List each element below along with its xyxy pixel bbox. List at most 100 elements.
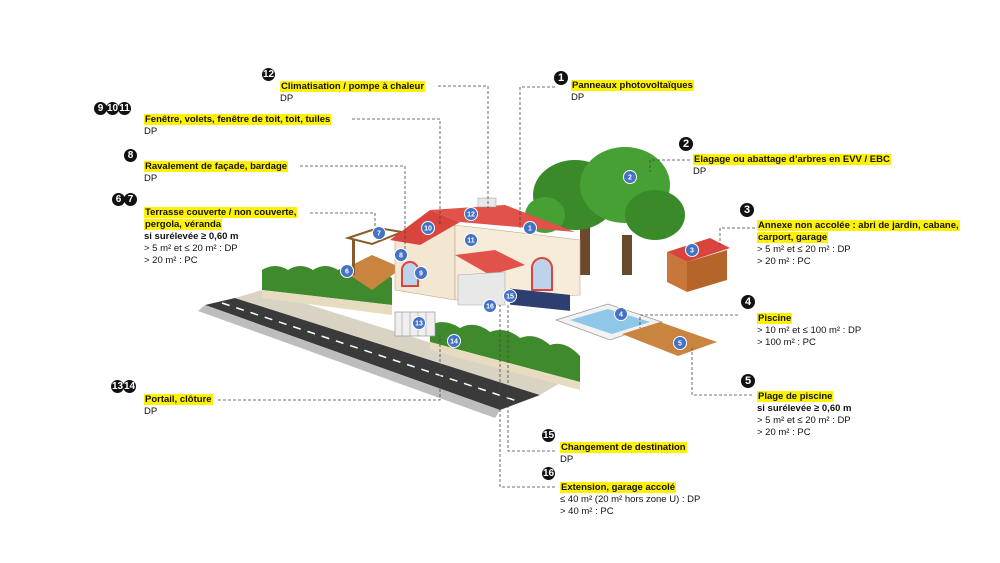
svg-text:6: 6	[345, 269, 349, 276]
callout-title: Fenêtre, volets, fenêtre de toit, toit, …	[144, 114, 332, 125]
marker-14: 14	[447, 334, 461, 348]
number-badges-6-7: 6 7	[112, 193, 137, 206]
number-badge-1: 1	[554, 71, 568, 85]
callout-line: DP	[144, 173, 158, 184]
marker-16: 16	[483, 299, 497, 313]
number-badge-4: 4	[741, 295, 755, 309]
callout-line: DP	[571, 92, 585, 103]
pool	[554, 303, 717, 356]
leader-lines	[218, 85, 755, 488]
callout-line: > 5 m² et ≤ 20 m² : DP	[757, 415, 851, 426]
marker-1: 1	[523, 221, 537, 235]
callout-terrasse: Terrasse couverte / non couverte, pergol…	[144, 207, 319, 267]
marker-3: 3	[685, 243, 699, 257]
callout-line: > 20 m² : PC	[757, 427, 811, 438]
number-badge-16: 16	[542, 467, 555, 480]
callout-extension: Extension, garage accolé ≤ 40 m² (20 m² …	[560, 482, 700, 518]
number-badge: 6	[112, 193, 125, 206]
svg-text:8: 8	[399, 253, 403, 260]
number-badge: 16	[542, 467, 555, 480]
callout-line: > 5 m² et ≤ 20 m² : DP	[757, 244, 851, 255]
number-badge: 10	[106, 102, 119, 115]
trees	[525, 147, 685, 275]
callout-title: Ravalement de façade, bardage	[144, 161, 289, 172]
callout-annexe: Annexe non accolée : abri de jardin, cab…	[757, 220, 972, 268]
callout-condition: si surélevée ≥ 0,60 m	[144, 231, 239, 242]
callout-title: Portail, clôture	[144, 394, 213, 405]
callout-line: DP	[144, 406, 158, 417]
number-badges-9-10-11: 9 10 11	[94, 102, 131, 115]
marker-12: 12	[464, 207, 478, 221]
marker-15: 15	[503, 289, 517, 303]
hedge	[262, 266, 580, 390]
callout-line: DP	[693, 166, 707, 177]
svg-text:7: 7	[377, 231, 381, 238]
svg-text:13: 13	[415, 321, 423, 328]
number-badge-5: 5	[741, 374, 755, 388]
marker-6: 6	[340, 264, 354, 278]
svg-text:11: 11	[467, 238, 475, 245]
svg-text:2: 2	[628, 175, 632, 182]
marker-7: 7	[372, 226, 386, 240]
number-badges-13-14: 13 14	[111, 380, 136, 393]
marker-8: 8	[394, 248, 408, 262]
marker-4: 4	[614, 307, 628, 321]
svg-text:3: 3	[690, 248, 694, 255]
marker-10: 10	[421, 221, 435, 235]
svg-text:12: 12	[467, 212, 475, 219]
callout-fenetre: Fenêtre, volets, fenêtre de toit, toit, …	[144, 114, 332, 138]
number-badge: 14	[123, 380, 136, 393]
marker-9: 9	[414, 266, 428, 280]
callout-line: > 40 m² : PC	[560, 506, 614, 517]
callout-title: Terrasse couverte / non couverte, pergol…	[144, 207, 298, 230]
markers: 1 2 3 4 5 6 7 8 9 10 11 12 13 14 15 16	[340, 170, 699, 350]
callout-line: DP	[144, 126, 158, 137]
number-badge: 15	[542, 429, 555, 442]
callout-condition: si surélevée ≥ 0,60 m	[757, 403, 852, 414]
number-badge-15: 15	[542, 429, 555, 442]
number-badge: 8	[124, 149, 137, 162]
callout-title: Climatisation / pompe à chaleur	[280, 81, 426, 92]
marker-2: 2	[623, 170, 637, 184]
number-badge-12: 12	[262, 68, 275, 81]
svg-text:15: 15	[506, 294, 514, 301]
callout-line: ≤ 40 m² (20 m² hors zone U) : DP	[560, 494, 701, 505]
callout-changement: Changement de destination DP	[560, 442, 687, 466]
callout-line: > 20 m² : PC	[757, 256, 811, 267]
callout-ravalement: Ravalement de façade, bardage DP	[144, 161, 289, 185]
svg-text:10: 10	[424, 226, 432, 233]
number-badge: 9	[94, 102, 107, 115]
svg-text:9: 9	[419, 271, 423, 278]
svg-text:14: 14	[450, 339, 458, 346]
callout-plage: Plage de piscine si surélevée ≥ 0,60 m >…	[757, 391, 851, 439]
callout-line: DP	[280, 93, 294, 104]
road	[198, 290, 560, 418]
callout-piscine: Piscine > 10 m² et ≤ 100 m² : DP > 100 m…	[757, 313, 861, 349]
number-badge: 13	[111, 380, 124, 393]
callout-title: Panneaux photovoltaïques	[571, 80, 694, 91]
callout-climatisation: Climatisation / pompe à chaleur DP	[280, 81, 426, 105]
svg-text:16: 16	[486, 304, 494, 311]
callout-elagage: Elagage ou abattage d’arbres en EVV / EB…	[693, 154, 891, 178]
callout-line: > 100 m² : PC	[757, 337, 816, 348]
number-badge-8: 8	[124, 149, 137, 162]
callout-panneaux: Panneaux photovoltaïques DP	[571, 80, 694, 104]
number-badge-3: 3	[740, 203, 754, 217]
svg-text:4: 4	[619, 312, 623, 319]
marker-13: 13	[412, 316, 426, 330]
callout-line: > 10 m² et ≤ 100 m² : DP	[757, 325, 862, 336]
number-badge: 11	[118, 102, 131, 115]
callout-title: Elagage ou abattage d’arbres en EVV / EB…	[693, 154, 891, 165]
svg-text:1: 1	[528, 226, 532, 233]
callout-portail: Portail, clôture DP	[144, 394, 213, 418]
callout-line: DP	[560, 454, 574, 465]
svg-text:5: 5	[678, 341, 682, 348]
shed	[667, 238, 730, 292]
callout-title: Piscine	[757, 313, 793, 324]
marker-11: 11	[464, 233, 478, 247]
callout-title: Changement de destination	[560, 442, 687, 453]
callout-line: > 5 m² et ≤ 20 m² : DP	[144, 243, 238, 254]
number-badge-2: 2	[679, 137, 693, 151]
marker-5: 5	[673, 336, 687, 350]
number-badge: 7	[124, 193, 137, 206]
